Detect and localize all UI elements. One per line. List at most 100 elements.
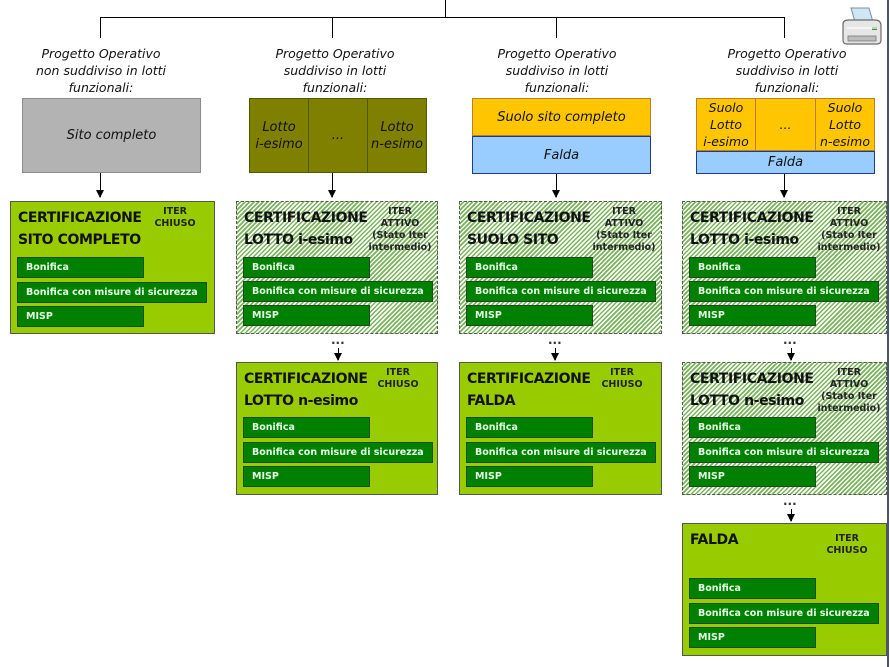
status-line: intermedio) — [368, 242, 432, 253]
option-bonifica-misure-sicurezza[interactable]: Bonifica con misure di sicurezza — [17, 282, 207, 303]
suolo-lotto-ellipsis-cell: ... — [756, 99, 816, 150]
branch-connector-1 — [100, 17, 101, 38]
cert-title-line: LOTTO n-esimo — [244, 393, 358, 409]
status-line: ITER — [612, 206, 636, 217]
cert-falda-final[interactable]: FALDA ITER CHIUSO Bonifica Bonifica con … — [682, 523, 887, 656]
option-bonifica[interactable]: Bonifica — [17, 257, 144, 278]
status-line: (Stato Iter — [821, 230, 877, 241]
caption-line: suddiviso in lotti — [505, 63, 609, 78]
option-bonifica[interactable]: Bonifica — [466, 257, 593, 278]
status-line: ITER — [835, 533, 859, 544]
status-line: ITER — [837, 206, 861, 217]
cert-falda[interactable]: CERTIFICAZIONE FALDA ITER CHIUSO Bonific… — [459, 362, 662, 495]
caption-line: funzionali: — [68, 80, 134, 95]
ellipsis-separator: ... — [783, 333, 797, 347]
caption-line: funzionali: — [524, 80, 590, 95]
status-badge: ITER ATTIVO (Stato Iter intermedio) — [589, 206, 659, 254]
cert-lotto-i-esimo[interactable]: CERTIFICAZIONE LOTTO i-esimo ITER ATTIVO… — [682, 201, 887, 334]
option-misp[interactable]: MISP — [466, 466, 593, 487]
cert-title-line: LOTTO n-esimo — [690, 393, 804, 409]
cert-title-line: CERTIFICAZIONE — [467, 210, 591, 226]
status-line: CHIUSO — [377, 379, 419, 390]
option-bonifica-misure-sicurezza[interactable]: Bonifica con misure di sicurezza — [466, 281, 656, 302]
cert-title-line: LOTTO i-esimo — [690, 232, 799, 248]
cert-sito-completo[interactable]: CERTIFICAZIONE SITO COMPLETO ITER CHIUSO… — [10, 201, 215, 334]
ellipsis-separator: ... — [783, 494, 797, 508]
page-edge-border — [887, 0, 889, 667]
option-misp[interactable]: MISP — [689, 305, 816, 326]
branch-connector-3 — [556, 17, 557, 38]
cert-title: CERTIFICAZIONE LOTTO n-esimo — [690, 368, 814, 412]
option-bonifica[interactable]: Bonifica — [466, 417, 593, 438]
status-line: ATTIVO — [829, 218, 869, 229]
source-falda: Falda — [472, 136, 651, 174]
option-misp[interactable]: MISP — [243, 466, 370, 487]
ellipsis-separator: ... — [331, 333, 345, 347]
cert-suolo-sito[interactable]: CERTIFICAZIONE SUOLO SITO ITER ATTIVO (S… — [459, 201, 662, 334]
arrow-down-icon — [787, 348, 795, 361]
option-bonifica[interactable]: Bonifica — [243, 257, 370, 278]
option-misp[interactable]: MISP — [466, 305, 593, 326]
option-bonifica-misure-sicurezza[interactable]: Bonifica con misure di sicurezza — [689, 603, 879, 624]
source-suolo-sito-completo: Suolo sito completo — [472, 98, 651, 136]
caption-line: Progetto Operativo — [497, 46, 617, 61]
source-label: Suolo sito completo — [497, 109, 626, 125]
arrow-down-icon — [780, 174, 788, 198]
status-line: ITER — [837, 367, 861, 378]
cert-title-line: CERTIFICAZIONE — [467, 371, 591, 387]
caption-line: funzionali: — [754, 80, 820, 95]
status-badge: ITER CHIUSO — [142, 206, 208, 230]
cell-line: Lotto — [262, 119, 296, 135]
cert-lotto-i-esimo[interactable]: CERTIFICAZIONE LOTTO i-esimo ITER ATTIVO… — [236, 201, 438, 334]
option-bonifica-misure-sicurezza[interactable]: Bonifica con misure di sicurezza — [466, 442, 656, 463]
cert-lotto-n-esimo[interactable]: CERTIFICAZIONE LOTTO n-esimo ITER CHIUSO… — [236, 362, 438, 495]
status-badge: ITER CHIUSO — [814, 533, 880, 557]
cert-title-line: CERTIFICAZIONE — [690, 210, 814, 226]
option-bonifica[interactable]: Bonifica — [689, 257, 816, 278]
arrow-down-icon — [551, 348, 559, 361]
cell-line: Lotto — [828, 117, 862, 132]
option-misp[interactable]: MISP — [689, 466, 816, 487]
source-falda: Falda — [696, 151, 875, 174]
cell-line: Lotto — [709, 117, 743, 132]
arrow-down-icon — [334, 348, 342, 361]
cert-title-line: FALDA — [467, 393, 516, 409]
option-bonifica-misure-sicurezza[interactable]: Bonifica con misure di sicurezza — [243, 442, 433, 463]
cert-title-line: CERTIFICAZIONE — [244, 210, 368, 226]
option-bonifica[interactable]: Bonifica — [689, 578, 816, 599]
cert-title: CERTIFICAZIONE SUOLO SITO — [467, 207, 591, 251]
ellipsis-separator: ... — [548, 333, 562, 347]
option-bonifica[interactable]: Bonifica — [689, 417, 816, 438]
status-line: ATTIVO — [829, 379, 869, 390]
option-bonifica-misure-sicurezza[interactable]: Bonifica con misure di sicurezza — [243, 281, 433, 302]
cell-line: n-esimo — [820, 134, 870, 149]
option-misp[interactable]: MISP — [17, 306, 144, 327]
lotto-ellipsis-cell: ... — [309, 99, 368, 172]
status-badge: ITER CHIUSO — [589, 367, 655, 391]
printer-icon[interactable] — [839, 6, 885, 50]
status-line: CHIUSO — [154, 218, 196, 229]
option-bonifica-misure-sicurezza[interactable]: Bonifica con misure di sicurezza — [689, 442, 879, 463]
cell-line: Suolo — [708, 100, 744, 115]
option-bonifica-misure-sicurezza[interactable]: Bonifica con misure di sicurezza — [689, 281, 879, 302]
status-line: (Stato Iter — [372, 230, 428, 241]
cell-line: i-esimo — [703, 134, 749, 149]
option-bonifica[interactable]: Bonifica — [243, 417, 370, 438]
source-label: Falda — [543, 147, 580, 163]
column-1-caption: Progetto Operativo non suddiviso in lott… — [20, 45, 182, 96]
option-misp[interactable]: MISP — [243, 305, 370, 326]
column-4-caption: Progetto Operativo suddiviso in lotti fu… — [702, 45, 872, 96]
cert-title-line: CERTIFICAZIONE — [18, 210, 142, 226]
status-line: intermedio) — [592, 242, 656, 253]
status-line: ITER — [610, 367, 634, 378]
status-line: intermedio) — [817, 242, 881, 253]
cert-lotto-n-esimo[interactable]: CERTIFICAZIONE LOTTO n-esimo ITER ATTIVO… — [682, 362, 887, 495]
option-misp[interactable]: MISP — [689, 627, 816, 648]
cert-title: CERTIFICAZIONE LOTTO i-esimo — [690, 207, 814, 251]
cert-title: CERTIFICAZIONE SITO COMPLETO — [18, 207, 142, 251]
caption-line: suddiviso in lotti — [283, 63, 387, 78]
